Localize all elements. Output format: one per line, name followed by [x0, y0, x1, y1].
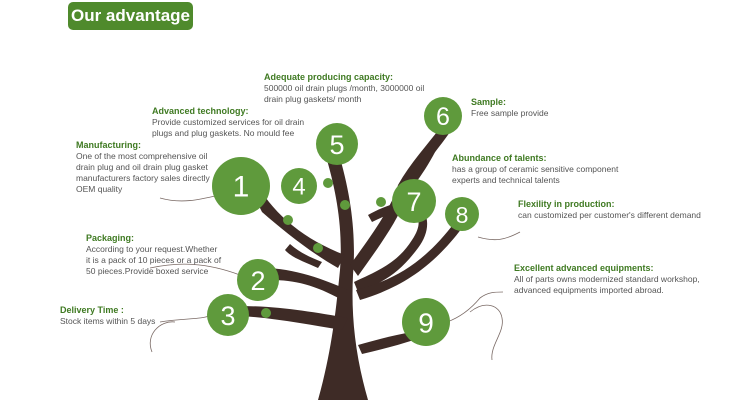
- advantage-packaging: Packaging: According to your request.Whe…: [86, 232, 221, 277]
- circle-6-number: 6: [436, 103, 450, 131]
- advantage-body: Free sample provide: [471, 108, 548, 119]
- scribble-line-4: [478, 232, 520, 240]
- circle-1-number: 1: [233, 171, 250, 204]
- circle-4-number: 4: [292, 174, 305, 201]
- advantage-heading: Excellent advanced equipments:: [514, 262, 700, 274]
- decor-dot: [323, 178, 333, 188]
- branch-left-lower: [238, 306, 348, 330]
- advantage-equipments: Excellent advanced equipments: All of pa…: [514, 262, 700, 296]
- advantage-advanced-technology: Advanced technology: Provide customized …: [152, 105, 304, 139]
- circle-5-number: 5: [329, 130, 344, 160]
- circle-2-number: 2: [250, 266, 265, 296]
- advantage-sample: Sample: Free sample provide: [471, 96, 548, 119]
- advantage-heading: Sample:: [471, 96, 548, 108]
- advantage-heading: Manufacturing:: [76, 139, 210, 151]
- circle-7-number: 7: [406, 187, 421, 217]
- advantage-manufacturing: Manufacturing: One of the most comprehen…: [76, 139, 210, 195]
- advantage-producing-capacity: Adequate producing capacity: 500000 oil …: [264, 71, 424, 105]
- decor-dot: [340, 200, 350, 210]
- advantage-delivery-time: Delivery Time : Stock items within 5 day…: [60, 304, 155, 327]
- advantage-body: One of the most comprehensive oil drain …: [76, 151, 210, 195]
- decor-dot: [283, 215, 293, 225]
- advantage-flexibility: Flexility in production: can customized …: [518, 198, 701, 221]
- advantage-body: Provide customized services for oil drai…: [152, 117, 304, 139]
- advantage-heading: Delivery Time :: [60, 304, 155, 316]
- advantage-body: can customized per customer's different …: [518, 210, 701, 221]
- advantage-heading: Advanced technology:: [152, 105, 304, 117]
- circle-8-number: 8: [456, 202, 469, 228]
- advantage-body: has a group of ceramic sensitive compone…: [452, 164, 618, 186]
- scribble-line-3: [150, 315, 212, 352]
- decor-dot: [261, 308, 271, 318]
- decor-dot: [376, 197, 386, 207]
- advantage-talents: Abundance of talents: has a group of cer…: [452, 152, 618, 186]
- advantage-heading: Adequate producing capacity:: [264, 71, 424, 83]
- circle-3-number: 3: [220, 301, 235, 331]
- scribble-line-6: [470, 305, 502, 360]
- advantage-body: All of parts owns modernized standard wo…: [514, 274, 700, 296]
- branch-right-eight: [356, 222, 462, 300]
- branch-right-lower: [358, 332, 414, 354]
- advantage-body: 500000 oil drain plugs /month, 3000000 o…: [264, 83, 424, 105]
- advantage-heading: Flexility in production:: [518, 198, 701, 210]
- decor-dot: [313, 243, 323, 253]
- advantage-body: According to your request.Whether it is …: [86, 244, 221, 277]
- circle-9-number: 9: [418, 308, 434, 339]
- advantage-body: Stock items within 5 days: [60, 316, 155, 327]
- advantage-heading: Packaging:: [86, 232, 221, 244]
- advantage-heading: Abundance of talents:: [452, 152, 618, 164]
